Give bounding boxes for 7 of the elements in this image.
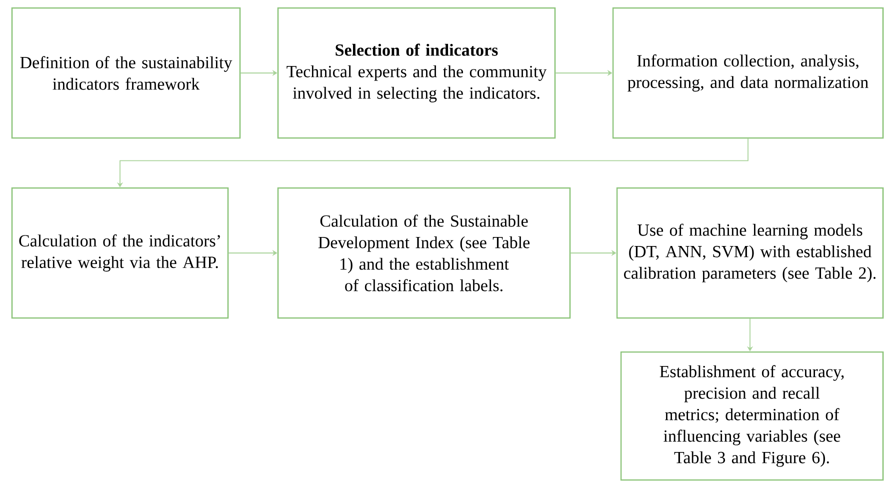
process-box: Use of machine learning models (DT, ANN, SVM) with established calibration parameters (see Table 2).: [616, 187, 884, 319]
process-box: Information collection, analysis, processing, and data normalization: [612, 7, 884, 139]
process-box: Calculation of the Sustainable Development Index (see Table 1) and the establishment of classification labels.: [277, 187, 571, 319]
process-box: Definition of the sustainability indicators framework: [11, 7, 241, 139]
process-box: Establishment of accuracy, precision and recall metrics; determination of influencing variables (see Table 3 and Figure 6).: [620, 351, 884, 481]
process-box: Calculation of the indicators’ relative weight via the AHP.: [11, 187, 229, 319]
process-box: Selection of indicators Technical experts and the community involved in selecting the indicators.: [277, 7, 556, 139]
